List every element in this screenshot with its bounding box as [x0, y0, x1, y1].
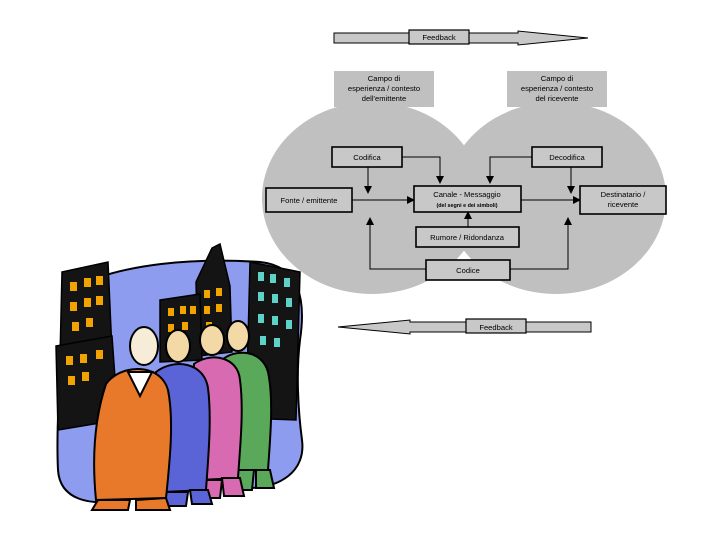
- campo-ricevente-line1: Campo di: [541, 74, 574, 83]
- connector-lines: [352, 156, 581, 270]
- feedback-top-arrow: Feedback: [333, 29, 589, 46]
- fonte-box: Fonte / emittente: [265, 187, 353, 213]
- codifica-box: Codifica: [331, 146, 403, 168]
- building-windows: [66, 272, 292, 385]
- decodifica-label: Decodifica: [549, 153, 585, 162]
- campo-emittente-line1: Campo di: [368, 74, 401, 83]
- rumore-box: Rumore / Ridondanza: [415, 226, 520, 248]
- communication-diagram: Feedback Feedback Campo di esperienza / …: [262, 29, 667, 335]
- destinatario-line1: Destinatario /: [601, 190, 647, 199]
- destinatario-line2: ricevente: [608, 200, 639, 209]
- campo-emittente-line2: esperienza / contesto: [348, 84, 420, 93]
- codifica-label: Codifica: [353, 153, 381, 162]
- destinatario-box: Destinatario / ricevente: [579, 185, 667, 215]
- feedback-top-label: Feedback: [422, 33, 456, 42]
- person-orange: [90, 326, 173, 511]
- canale-box: Canale - Messaggio (del segni e dei simb…: [413, 185, 522, 213]
- feedback-bottom-label: Feedback: [479, 323, 513, 332]
- business-people-clipart: [55, 242, 304, 511]
- feedback-bottom-arrow: Feedback: [337, 318, 592, 335]
- codice-box: Codice: [425, 259, 511, 281]
- rumore-label: Rumore / Ridondanza: [430, 233, 505, 242]
- decodifica-box: Decodifica: [531, 146, 603, 168]
- campo-ricevente-line2: esperienza / contesto: [521, 84, 593, 93]
- canale-label: Canale - Messaggio: [433, 190, 501, 199]
- codice-label: Codice: [456, 266, 480, 275]
- campo-ricevente-line3: del ricevente: [535, 94, 578, 103]
- campo-emittente-box: Campo di esperienza / contesto dell'emit…: [334, 71, 434, 107]
- canale-sublabel: (del segni e dei simboli): [436, 203, 497, 209]
- fonte-label: Fonte / emittente: [281, 196, 338, 205]
- campo-emittente-line3: dell'emittente: [362, 94, 407, 103]
- campo-ricevente-box: Campo di esperienza / contesto del ricev…: [507, 71, 607, 107]
